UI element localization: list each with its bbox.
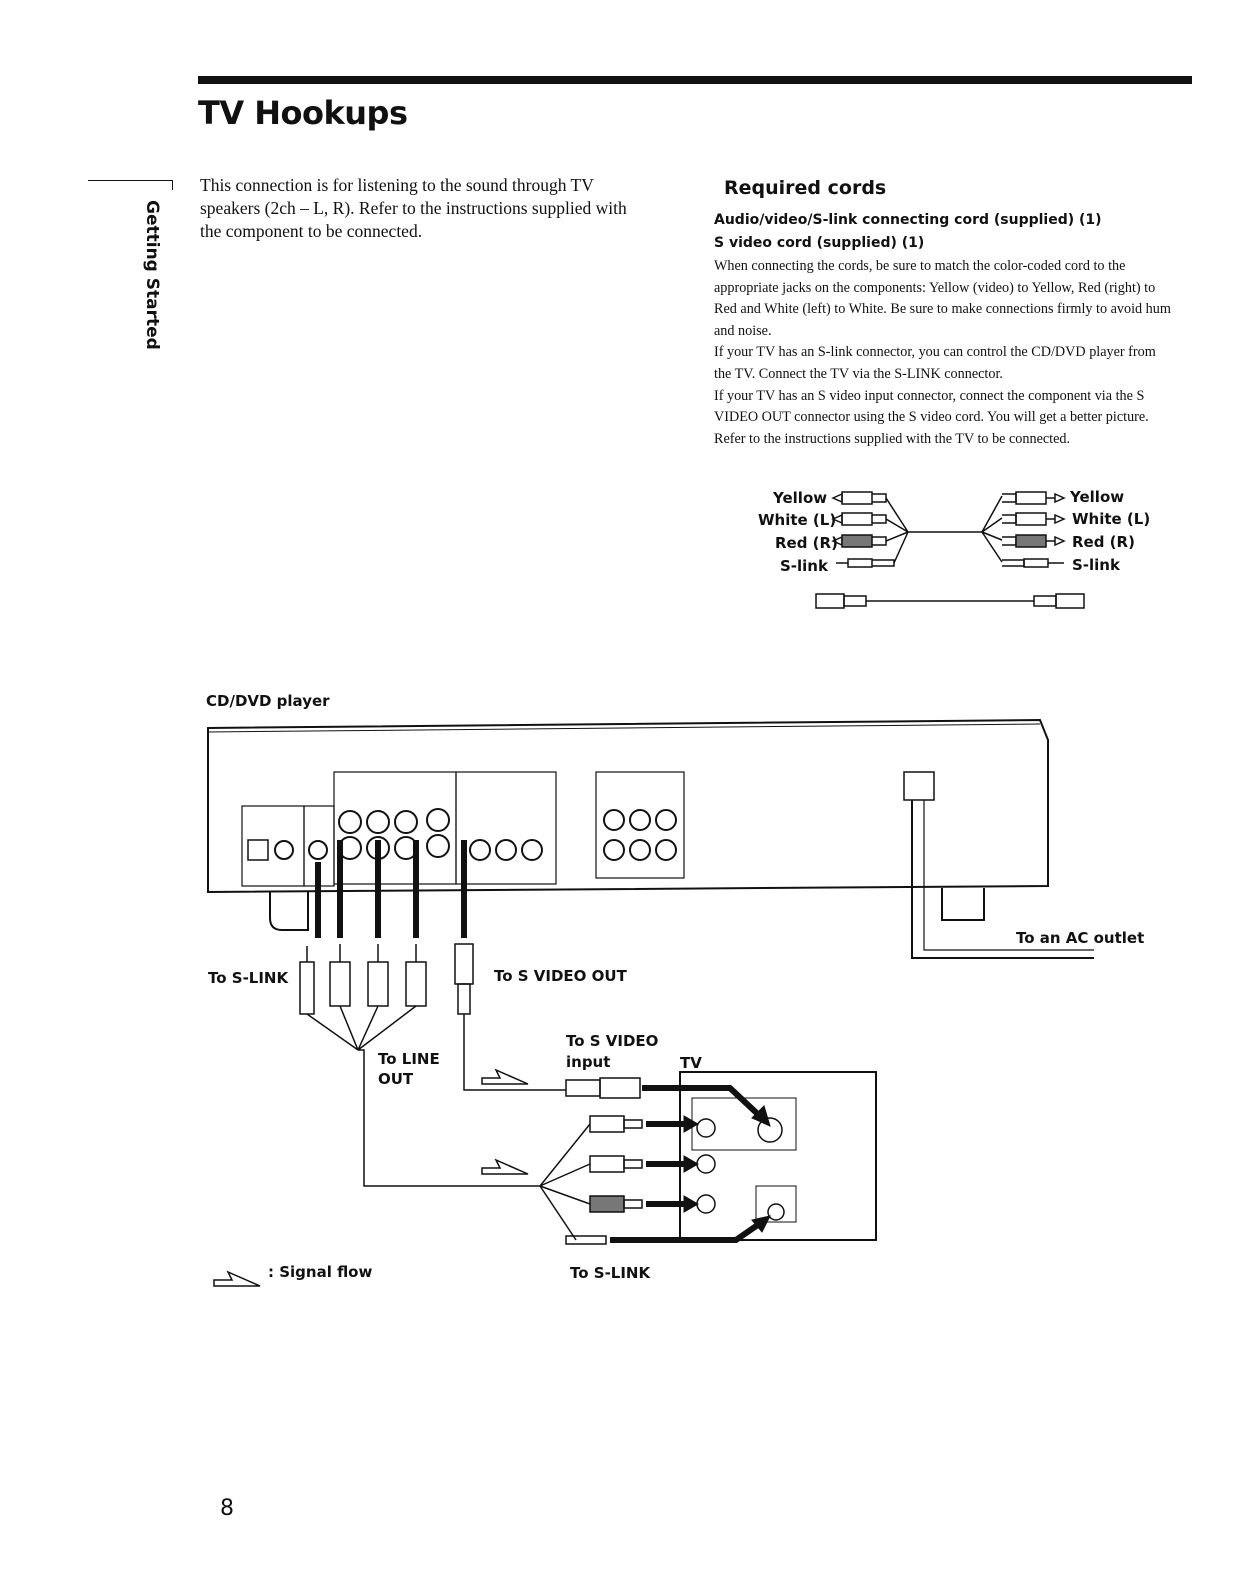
- right-plug-white: [1002, 512, 1066, 526]
- ac-outlet-label: To an AC outlet: [1016, 929, 1145, 947]
- intro-paragraph: This connection is for listening to the …: [200, 175, 627, 241]
- body-para-3: If your TV has an S video input connecto…: [714, 387, 1149, 426]
- player-rear-panel: [207, 718, 1094, 959]
- signal-arrows: [213, 1068, 529, 1287]
- cord-left-yellow: Yellow: [773, 489, 828, 507]
- left-plug-red: [831, 534, 887, 548]
- cord-left-white: White (L): [758, 511, 837, 529]
- to-s-video-label: To S VIDEO: [566, 1032, 659, 1050]
- side-rule-tick: [172, 180, 173, 190]
- right-plug-yellow: [1002, 491, 1066, 505]
- tv-arrows: [610, 1085, 771, 1243]
- cord-right-red: Red (R): [1072, 533, 1135, 551]
- output-plugs: [299, 943, 566, 1187]
- input-label: input: [566, 1053, 611, 1071]
- to-line-label: To LINE: [378, 1050, 440, 1068]
- body-para-1: When connecting the cords, be sure to ma…: [714, 258, 1171, 339]
- cord-item-av: Audio/video/S-link connecting cord (supp…: [714, 212, 1102, 228]
- player-label: CD/DVD player: [206, 692, 330, 710]
- cord-right-slink: S-link: [1072, 556, 1120, 574]
- left-plug-slink: [836, 558, 895, 568]
- left-plug-white: [831, 512, 887, 526]
- tv-label: TV: [680, 1054, 702, 1072]
- cord-right-yellow: Yellow: [1070, 488, 1125, 506]
- to-s-link-top-label: To S-LINK: [208, 969, 289, 987]
- page-title: TV Hookups: [198, 94, 408, 132]
- top-rule: [198, 76, 1192, 84]
- tv-panel: [679, 1071, 877, 1241]
- tv-cables: [539, 1077, 643, 1245]
- side-rule: [88, 180, 172, 181]
- cord-left-slink: S-link: [780, 557, 828, 575]
- to-s-video-out-label: To S VIDEO OUT: [494, 967, 627, 985]
- svideo-cord: [815, 593, 1085, 609]
- body-para-4: Refer to the instructions supplied with …: [714, 430, 1071, 447]
- page-number: 8: [220, 1496, 234, 1521]
- to-s-link-bottom-label: To S-LINK: [570, 1264, 651, 1282]
- player-cables: [315, 840, 467, 938]
- left-plug-yellow: [831, 491, 887, 505]
- cord-left-red: Red (R): [775, 534, 838, 552]
- right-plug-slink: [1002, 558, 1064, 568]
- cord-illustration: [815, 491, 1085, 609]
- cord-right-white: White (L): [1072, 510, 1151, 528]
- out-label: OUT: [378, 1070, 414, 1088]
- required-body: When connecting the cords, be sure to ma…: [714, 256, 1174, 450]
- cord-item-svideo: S video cord (supplied) (1): [714, 235, 925, 251]
- body-para-2: If your TV has an S-link connector, you …: [714, 344, 1156, 382]
- right-plug-red: [1002, 534, 1066, 548]
- required-cords-heading: Required cords: [724, 177, 887, 199]
- signal-flow-label: : Signal flow: [268, 1263, 373, 1281]
